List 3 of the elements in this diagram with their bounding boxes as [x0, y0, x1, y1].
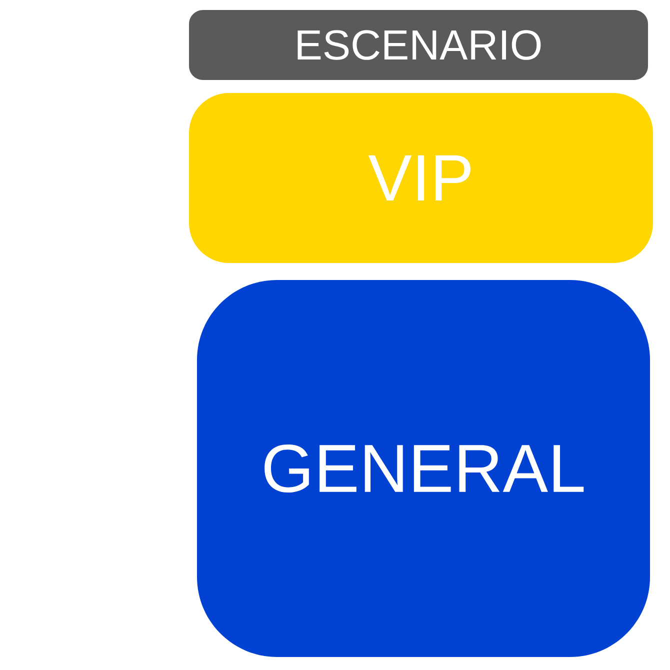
- seating-zone-box: GENERAL: [197, 280, 650, 657]
- stage-label-box: ESCENARIO: [189, 10, 648, 80]
- seating-zone-box: VIP: [189, 93, 653, 263]
